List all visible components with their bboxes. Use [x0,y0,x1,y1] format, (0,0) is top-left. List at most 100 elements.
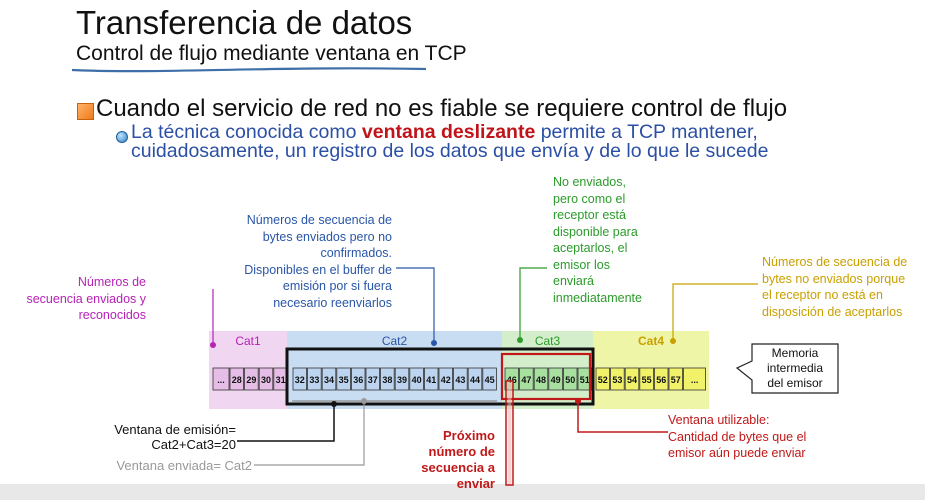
annotation-cat2: Números de secuencia de bytes enviados p… [222,212,392,311]
bullet-sub-pre: La técnica conocida como [131,121,362,143]
label-cat4: Cat4 [638,334,664,348]
seq-number: 54 [627,375,637,385]
seq-number: 28 [232,375,242,385]
seq-cell-cat3 [548,367,563,391]
annotation-line: emisor los [553,257,610,272]
leader-cat2 [396,267,435,343]
bullet-sub-post: permite a TCP mantener, cuidadosamente, … [131,121,769,162]
leader-dot-cat4 [670,338,676,344]
seq-cell-cat3 [533,367,549,391]
seq-cell-cat1 [258,367,274,391]
seq-number: 45 [485,375,495,385]
annotation-usable-window: Ventana utilizable: Cantidad de bytes qu… [668,412,838,462]
label-cat1: Cat1 [235,334,261,348]
seq-number: 56 [656,375,666,385]
seq-number: 29 [246,375,256,385]
seq-cell-cat2 [365,367,381,391]
leader-dot-cat2 [431,340,437,346]
bullet-sub-highlight: ventana deslizante [361,121,536,143]
annotation-line: bytes no enviados porque [762,271,906,286]
next-seq-pointer-fill [507,382,512,484]
seq-cell-cat4 [683,367,706,391]
seq-number: 52 [598,375,608,385]
seq-number: 51 [580,375,590,385]
annotation-line: confirmados. [320,246,392,260]
seq-cell-cat2 [380,367,395,391]
label-cat2: Cat2 [382,334,408,348]
seq-number: 33 [309,375,319,385]
seq-cell-cat2 [467,367,483,391]
subtitle-underline [71,67,427,73]
seq-number: 30 [261,375,271,385]
bullet-dot-icon [116,131,128,143]
annotation-line: secuencia a [421,460,495,475]
seq-cell-cat4 [668,367,684,391]
annotation-line: reconocidos [78,308,146,322]
seq-number: 46 [507,375,517,385]
memoria-line: intermedia [766,361,824,375]
annotation-line: enviará [553,274,594,288]
seq-number: 55 [642,375,652,385]
seq-number: 43 [455,375,465,385]
memory-callout [735,343,839,394]
annotation-line: enviar [456,476,495,491]
annotation-line: aceptarlos, el [553,241,628,255]
seq-cell-cat2 [350,367,366,391]
send-window-frame [285,347,595,406]
leader-cat3 [519,267,547,340]
seq-cell-cat4 [624,367,640,391]
leader-send-window [237,405,335,442]
seq-cell-cat4 [639,367,654,391]
seq-cell-cat1 [212,367,230,391]
seq-number: 38 [382,375,392,385]
seq-cell-cat2 [292,367,308,391]
seq-number: 44 [470,375,480,385]
memoria-line: Memoria [771,346,819,360]
annotation-line: emisor aún puede enviar [668,446,806,460]
leader-cat4 [672,283,758,341]
annotation-line: Disponibles en el buffer de [244,262,392,277]
annotation-line: secuencia enviados y [26,291,146,306]
seq-number: 37 [368,375,378,385]
seq-cell-cat2 [423,367,439,391]
seq-cell-cat4 [595,367,611,391]
annotation-line: receptor está [553,208,626,222]
slide-subtitle: Control de flujo mediante ventana en TCP [76,42,467,65]
leader-usable-window [577,402,668,433]
annotation-line: el receptor no está en [762,288,883,302]
next-seq-pointer [505,380,514,486]
annotation-line: inmediatamente [553,290,642,305]
seq-number: 41 [426,375,436,385]
leader-sent-window [254,402,365,466]
seq-number: 31 [276,375,286,385]
label-cat3: Cat3 [535,334,561,348]
annotation-line: Números de secuencia de [246,213,392,227]
annotation-line: No enviados, [553,175,626,189]
usable-window-frame [500,352,592,401]
leader-dot-usable-window [575,398,581,404]
leader-dot-sent-window [361,398,367,404]
leader-dot-send-window [331,401,337,407]
annotation-line: pero como el [553,191,626,206]
bullet-sub: La técnica conocida como ventana desliza… [131,121,851,162]
annotation-line: Ventana utilizable: [668,413,770,427]
seq-cell-cat2 [438,367,454,391]
annotation-line: Ventana de emisión= [114,422,236,437]
slide-title: Transferencia de datos [76,4,413,41]
seq-cell-cat1 [229,367,245,391]
seq-number: 35 [339,375,349,385]
memoria-line: del emisor [767,376,823,390]
seq-number: ... [691,375,699,385]
seq-number: 40 [412,375,422,385]
seq-number: 57 [671,375,681,385]
annotation-next-seq: Próximo número de secuencia a enviar [405,428,495,492]
seq-number: 49 [551,375,561,385]
annotation-line: Próximo [442,428,495,443]
annotation-line: Cantidad de bytes que el [668,429,807,444]
bullet-square-icon [77,103,94,120]
seq-cell-cat2 [336,367,351,391]
seq-cell-cat2 [453,367,468,391]
seq-cell-cat2 [482,367,497,391]
